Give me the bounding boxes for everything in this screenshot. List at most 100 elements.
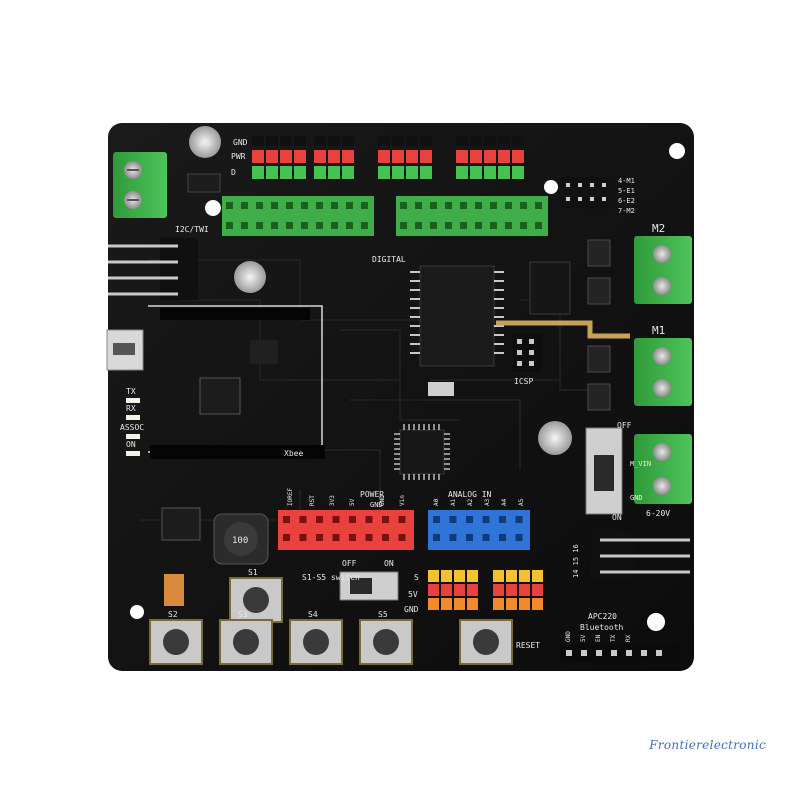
mosfet-column [587,239,611,411]
i2c-silk-label: I2C/TWI [175,225,209,234]
motor-config-pins [560,177,612,209]
crystal [428,382,454,396]
analog-pin-labels: A0 A1 A2 A3 A4 A5 [433,498,525,506]
svg-text:RST: RST [309,495,316,506]
power-gnd-silk-label: GND [370,501,383,509]
gnd-servo-silk-label: GND [404,605,419,614]
svg-text:A0: A0 [433,498,440,506]
push-button-s1[interactable]: S1 [229,568,283,623]
svg-text:Vin: Vin [399,495,406,506]
svg-text:5V: 5V [580,634,587,642]
switch-on-label: ON [384,559,394,568]
push-button-reset[interactable]: RESET [459,619,540,665]
bluetooth-silk-label: Bluetooth [580,623,624,632]
regulator [187,173,221,193]
svg-text:GND: GND [565,631,572,642]
svg-text:A3: A3 [484,498,491,506]
power-silk-label: POWER [360,490,384,499]
push-button-s3[interactable]: S3 [219,610,273,665]
xbee-socket [148,305,325,459]
s1-s5-slide-switch[interactable] [339,571,399,601]
power-pin-labels: IOREF RST 3V3 5V GND Vin [287,488,406,506]
svg-text:7-M2: 7-M2 [618,207,635,215]
motor-pin-labels: 4-M1 5-E1 6-E2 7-M2 [618,177,635,215]
svg-text:A4: A4 [501,498,508,506]
svg-text:5-E1: 5-E1 [618,187,635,195]
m2-screw-terminal [634,236,692,304]
button-label: S1 [248,568,258,577]
button-label: S5 [378,610,388,619]
svg-text:3V3: 3V3 [329,495,336,506]
servo-header-left [428,570,478,610]
svg-text:A2: A2 [467,498,474,506]
tx-led-label: TX [126,387,136,396]
s-silk-label: S [414,573,419,582]
digital-header-strip [222,196,548,236]
pins-silk-label: 14 15 16 [572,544,580,578]
button-label: S2 [168,610,178,619]
mounting-holes [130,143,685,631]
electrolytic-capacitor-left [234,261,266,293]
bluetooth-header [560,644,680,662]
power-header [278,510,414,550]
assoc-led-label: ASSOC [120,423,144,432]
rx-led-label: RX [126,404,136,413]
button-label: RESET [516,641,540,650]
electrolytic-capacitor-right [538,421,572,455]
push-button-s2[interactable]: S2 [149,610,203,665]
power-switch[interactable] [585,427,623,515]
logic-chip [529,261,571,315]
on-led-label: ON [126,440,136,449]
svg-text:EN: EN [595,634,602,642]
pwr-silk-label: PWR [231,152,246,161]
right-angle-header [590,532,690,580]
svg-text:100: 100 [198,140,211,148]
button-label: S3 [238,610,248,619]
servo-header-right [493,570,543,610]
svg-text:4-M1: 4-M1 [618,177,635,185]
vin-screw-terminal [634,434,692,504]
small-chip [161,507,201,541]
m1-silk-label: M1 [652,324,665,337]
off-silk-label: OFF [617,421,632,430]
svg-text:IOREF: IOREF [287,488,294,506]
tantalum-capacitor [164,574,184,606]
push-button-s4[interactable]: S4 [289,610,343,665]
push-button-s5[interactable]: S5 [359,610,413,665]
svg-text:5V: 5V [349,498,356,506]
svg-text:6-E2: 6-E2 [618,197,635,205]
on-switch-silk-label: ON [612,513,622,522]
mvin-silk-label: M_VIN [630,460,651,468]
switch-silk-label: S1-S5 switch [302,573,360,582]
gnd-motor-silk-label: GND [630,494,643,502]
motor-driver-chip [410,265,504,367]
microcontroller-chip [394,424,450,480]
svg-text:TX: TX [610,634,617,642]
svg-text:A1: A1 [450,498,457,506]
voltage-silk-label: 6-20V [646,509,670,518]
xbee-silk-label: Xbee [284,449,303,458]
d-silk-label: D [231,168,236,177]
digital-servo-headers [252,136,524,179]
svg-text:A5: A5 [518,498,525,506]
inductor: 100 [213,513,269,565]
svg-text:100: 100 [232,536,248,546]
watermark: Frontierelectronic [649,738,766,752]
icsp-silk-label: ICSP [514,377,533,386]
power-screw-terminal [113,152,167,218]
electrolytic-capacitor-top: 100 [189,126,221,158]
bluetooth-pin-labels: GND 5V EN TX RX [565,631,632,642]
5v-silk-label: 5V [408,590,418,599]
digital-silk-label: DIGITAL [372,255,406,264]
button-label: S4 [308,610,318,619]
gold-trace [496,320,630,339]
m1-screw-terminal [634,338,692,406]
analog-silk-label: ANALOG IN [448,490,492,499]
i2c-header [108,238,198,300]
gnd-silk-label: GND [233,138,248,147]
status-leds [126,398,140,456]
m2-silk-label: M2 [652,222,665,235]
icsp-header [512,334,542,372]
svg-text:GND: GND [379,495,386,506]
